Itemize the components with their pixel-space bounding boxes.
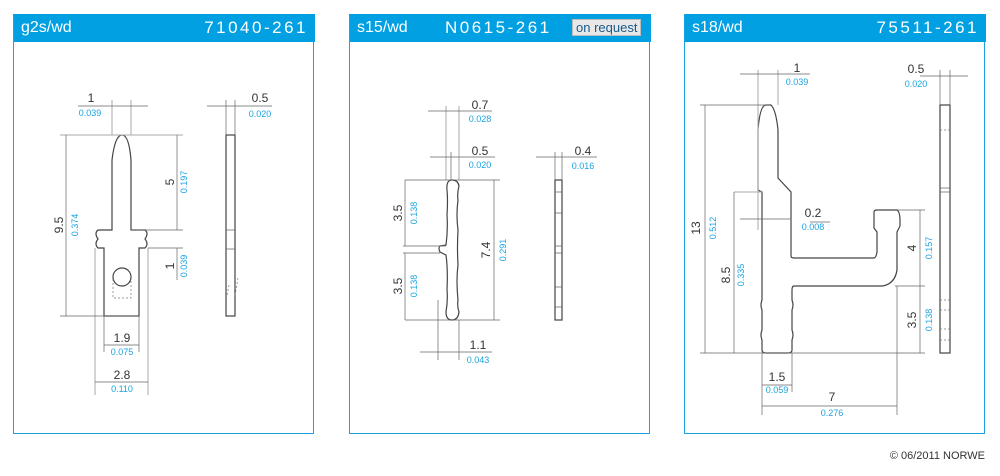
g2s-front-view <box>60 100 183 395</box>
dim-inner-width: 1.9 <box>114 331 131 345</box>
dim-base-height-inch: 0.138 <box>924 309 934 332</box>
dim-reach: 7 <box>829 390 836 404</box>
s15-front-view <box>403 106 500 360</box>
dim-base-height: 3.5 <box>905 311 919 328</box>
dim-arm-height: 4 <box>905 244 919 251</box>
dim-top-width-inch: 0.039 <box>79 108 102 118</box>
g2s-side-view <box>207 100 272 317</box>
panel-s15-wd: s15/wd N0615-261 on request <box>349 14 651 434</box>
dim-pin-width-inch: 0.020 <box>469 160 492 170</box>
dim-mid-length-inch: 0.335 <box>736 264 746 287</box>
part-name: g2s/wd <box>21 19 72 36</box>
dim-width: 1.1 <box>470 338 487 352</box>
dim-reach-inch: 0.276 <box>821 408 844 418</box>
dim-total-length-inch: 0.512 <box>708 217 718 240</box>
dim-outer-width-inch: 0.110 <box>111 384 133 394</box>
dim-thickness: 0.5 <box>908 62 925 76</box>
copyright: © 06/2011 NORWE <box>889 450 985 462</box>
dim-step: 0.2 <box>805 206 822 220</box>
dim-thickness: 0.5 <box>252 91 269 105</box>
dim-step-inch: 0.008 <box>802 222 825 232</box>
s15-side-view <box>536 152 597 321</box>
dim-total-length-inch: 0.291 <box>498 239 508 262</box>
s18-front-view <box>700 70 925 415</box>
dim-arm-height-inch: 0.157 <box>924 237 934 260</box>
dim-thickness-inch: 0.020 <box>249 109 272 119</box>
dim-width-inch: 0.043 <box>467 355 490 365</box>
dim-flange-width: 0.7 <box>472 98 489 112</box>
panel-header: g2s/wd 71040-261 <box>14 14 315 42</box>
dim-pin-length: 5 <box>163 178 177 185</box>
dim-top-width: 1 <box>88 91 95 105</box>
panel-g2s-wd: g2s/wd 71040-261 <box>13 14 315 434</box>
dim-pin-width: 0.5 <box>472 144 489 158</box>
dim-top-width-inch: 0.039 <box>786 77 809 87</box>
dim-thickness: 0.4 <box>575 144 592 158</box>
part-name: s15/wd <box>357 19 408 36</box>
dim-foot-width: 1.5 <box>769 370 786 384</box>
dim-thickness-inch: 0.020 <box>905 79 928 89</box>
part-number: 75511-261 <box>876 18 979 37</box>
dim-flange-inch: 0.039 <box>179 255 189 278</box>
dim-top-width: 1 <box>794 61 801 75</box>
dim-inner-width-inch: 0.075 <box>111 347 134 357</box>
dim-mid-length: 8.5 <box>719 266 733 283</box>
dim-foot-width-inch: 0.059 <box>766 385 789 395</box>
dim-lower-length: 3.5 <box>391 277 405 294</box>
dim-total-length: 7.4 <box>479 241 493 258</box>
dim-upper-length-inch: 0.138 <box>409 202 419 225</box>
dim-lower-length-inch: 0.138 <box>409 275 419 298</box>
part-number: N0615-261 <box>445 18 552 37</box>
dim-flange-width-inch: 0.028 <box>469 114 492 124</box>
dim-total-length: 13 <box>689 221 703 235</box>
dim-flange: 1 <box>163 262 177 269</box>
dim-outer-width: 2.8 <box>114 368 131 382</box>
dim-upper-length: 3.5 <box>391 204 405 221</box>
dim-total-length-inch: 0.374 <box>70 214 80 237</box>
panel-header: s15/wd N0615-261 on request <box>350 14 651 42</box>
part-name: s18/wd <box>692 19 743 36</box>
on-request-badge: on request <box>572 19 642 36</box>
s18-side-view <box>920 70 968 354</box>
dim-thickness-inch: 0.016 <box>572 161 595 171</box>
panel-header: s18/wd 75511-261 <box>685 14 986 42</box>
dim-pin-length-inch: 0.197 <box>179 171 189 194</box>
dim-total-length: 9.5 <box>52 216 66 233</box>
part-number: 71040-261 <box>204 18 308 37</box>
panel-s18-wd: s18/wd 75511-261 <box>684 14 986 434</box>
